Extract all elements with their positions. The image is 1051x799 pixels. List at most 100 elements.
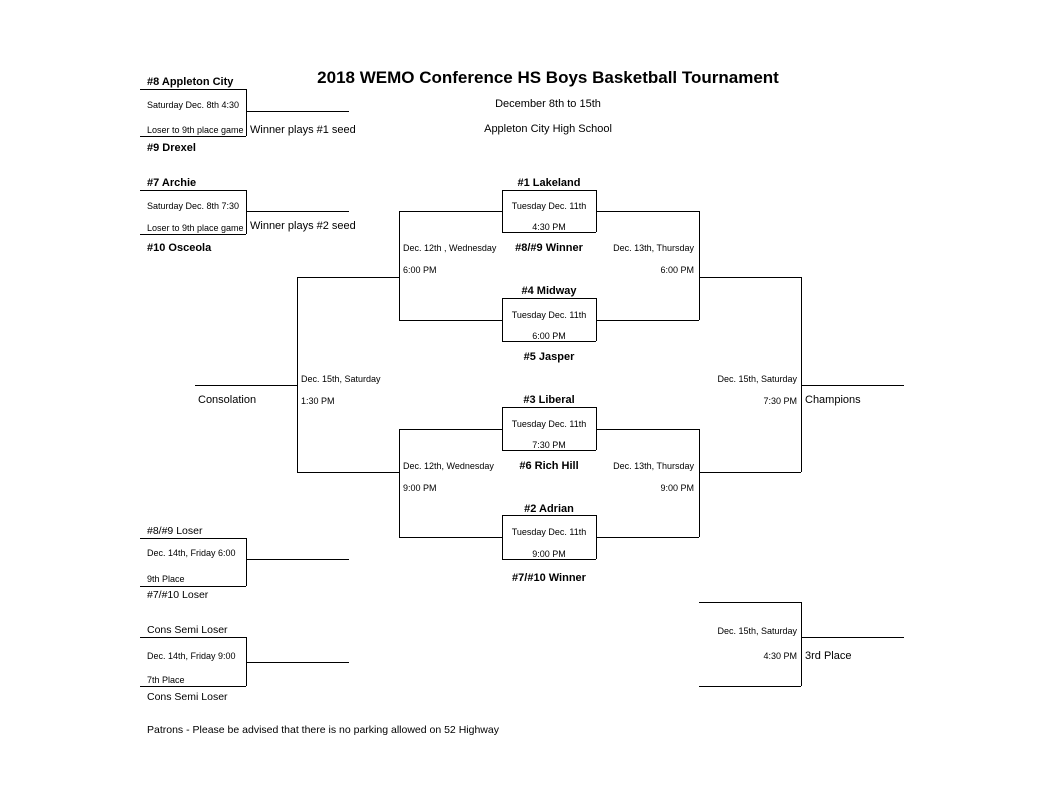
qf-2-bottom-team: #5 Jasper xyxy=(523,351,575,363)
consolation-label: Consolation xyxy=(198,394,257,406)
bracket-line xyxy=(502,190,596,191)
qf-4-time: 9:00 PM xyxy=(532,549,566,559)
bracket-line xyxy=(246,211,349,212)
bracket-line xyxy=(502,341,596,342)
bracket-line xyxy=(502,298,596,299)
bracket-line xyxy=(801,277,802,472)
bracket-line xyxy=(801,385,904,386)
bracket-line xyxy=(596,298,597,341)
bracket-line xyxy=(246,89,247,136)
bracket-line xyxy=(246,637,247,686)
bracket-line xyxy=(502,450,596,451)
page-title: 2018 WEMO Conference HS Boys Basketball … xyxy=(317,68,779,87)
championship-label: Champions xyxy=(805,394,861,406)
bracket-line xyxy=(246,190,247,234)
consolation-time: 1:30 PM xyxy=(301,396,335,406)
bracket-line xyxy=(399,320,502,321)
ninth-place-label: 9th Place xyxy=(147,574,185,584)
bracket-line xyxy=(140,686,246,687)
bracket-line xyxy=(502,407,596,408)
bracket-line xyxy=(399,211,400,320)
seventh-place-bottom-team: Cons Semi Loser xyxy=(147,691,228,703)
play-in-2-winner-note: Winner plays #2 seed xyxy=(250,220,356,232)
qf-3-time: 7:30 PM xyxy=(532,440,566,450)
qf-1-bottom-team: #8/#9 Winner xyxy=(515,242,583,254)
bracket-line xyxy=(502,407,503,450)
bracket-line xyxy=(246,538,247,586)
bracket-line xyxy=(502,190,503,232)
ninth-place-bottom-team: #7/#10 Loser xyxy=(147,589,209,601)
ninth-place-top-team: #8/#9 Loser xyxy=(147,525,203,537)
footer-note: Patrons - Please be advised that there i… xyxy=(147,724,499,736)
semi-1-day: Dec. 13th, Thursday xyxy=(613,243,694,253)
third-place-day: Dec. 15th, Saturday xyxy=(717,626,797,636)
play-in-1-time: Saturday Dec. 8th 4:30 xyxy=(147,100,240,110)
qf-4-day: Tuesday Dec. 11th xyxy=(511,527,587,537)
bracket-line xyxy=(246,662,349,663)
bracket-line xyxy=(502,515,503,559)
bracket-line xyxy=(801,637,904,638)
bracket-line xyxy=(297,277,298,472)
play-in-2-top-team: #7 Archie xyxy=(147,177,197,189)
seventh-place-time: Dec. 14th, Friday 9:00 xyxy=(147,651,236,661)
qf-2-time: 6:00 PM xyxy=(532,331,566,341)
championship-day: Dec. 15th, Saturday xyxy=(717,374,797,384)
bracket-line xyxy=(502,298,503,341)
bracket-line xyxy=(140,234,246,235)
semi-1-time: 6:00 PM xyxy=(660,265,694,275)
qf-2-top-team: #4 Midway xyxy=(521,285,577,297)
play-in-1-winner-note: Winner plays #1 seed xyxy=(250,124,356,136)
semi-2-day: Dec. 13th, Thursday xyxy=(613,461,694,471)
bracket-line xyxy=(195,385,297,386)
cons-semi-1-day: Dec. 12th , Wednesday xyxy=(403,243,497,253)
bracket-line xyxy=(699,429,700,537)
bracket-line xyxy=(140,586,246,587)
bracket-line xyxy=(699,472,801,473)
cons-semi-2-time: 9:00 PM xyxy=(403,483,437,493)
bracket-line xyxy=(246,559,349,560)
play-in-2-loser-note: Loser to 9th place game xyxy=(147,223,244,233)
qf-3-day: Tuesday Dec. 11th xyxy=(511,419,587,429)
bracket-line xyxy=(140,190,246,191)
bracket-line xyxy=(399,537,502,538)
qf-1-top-team: #1 Lakeland xyxy=(517,177,581,189)
tournament-dates: December 8th to 15th xyxy=(495,98,601,110)
bracket-line xyxy=(699,277,801,278)
bracket-line xyxy=(699,211,700,320)
bracket-line xyxy=(502,515,596,516)
bracket-line xyxy=(596,429,699,430)
bracket-line xyxy=(596,407,597,450)
bracket-line xyxy=(140,538,246,539)
bracket-line xyxy=(399,429,502,430)
third-place-time: 4:30 PM xyxy=(763,651,797,661)
play-in-1-top-team: #8 Appleton City xyxy=(147,76,234,88)
third-place-label: 3rd Place xyxy=(805,650,852,662)
bracket-line xyxy=(596,537,699,538)
semi-2-time: 9:00 PM xyxy=(660,483,694,493)
qf-3-bottom-team: #6 Rich Hill xyxy=(519,460,579,472)
qf-2-day: Tuesday Dec. 11th xyxy=(511,310,587,320)
bracket-line xyxy=(596,320,699,321)
bracket-line xyxy=(297,277,399,278)
bracket-line xyxy=(596,211,699,212)
seventh-place-label: 7th Place xyxy=(147,675,185,685)
cons-semi-1-time: 6:00 PM xyxy=(403,265,437,275)
ninth-place-time: Dec. 14th, Friday 6:00 xyxy=(147,548,236,558)
qf-4-bottom-team: #7/#10 Winner xyxy=(512,572,586,584)
bracket-line xyxy=(140,136,246,137)
bracket-line xyxy=(140,637,246,638)
bracket-line xyxy=(297,472,399,473)
qf-1-time: 4:30 PM xyxy=(532,222,566,232)
play-in-2-time: Saturday Dec. 8th 7:30 xyxy=(147,201,240,211)
cons-semi-2-day: Dec. 12th, Wednesday xyxy=(403,461,494,471)
play-in-1-bottom-team: #9 Drexel xyxy=(147,142,196,154)
bracket-line xyxy=(699,686,801,687)
bracket-line xyxy=(801,602,802,686)
bracket-line xyxy=(246,111,349,112)
qf-3-top-team: #3 Liberal xyxy=(523,394,575,406)
bracket-line xyxy=(399,429,400,537)
bracket-line xyxy=(502,559,596,560)
play-in-1-loser-note: Loser to 9th place game xyxy=(147,125,244,135)
championship-time: 7:30 PM xyxy=(763,396,797,406)
